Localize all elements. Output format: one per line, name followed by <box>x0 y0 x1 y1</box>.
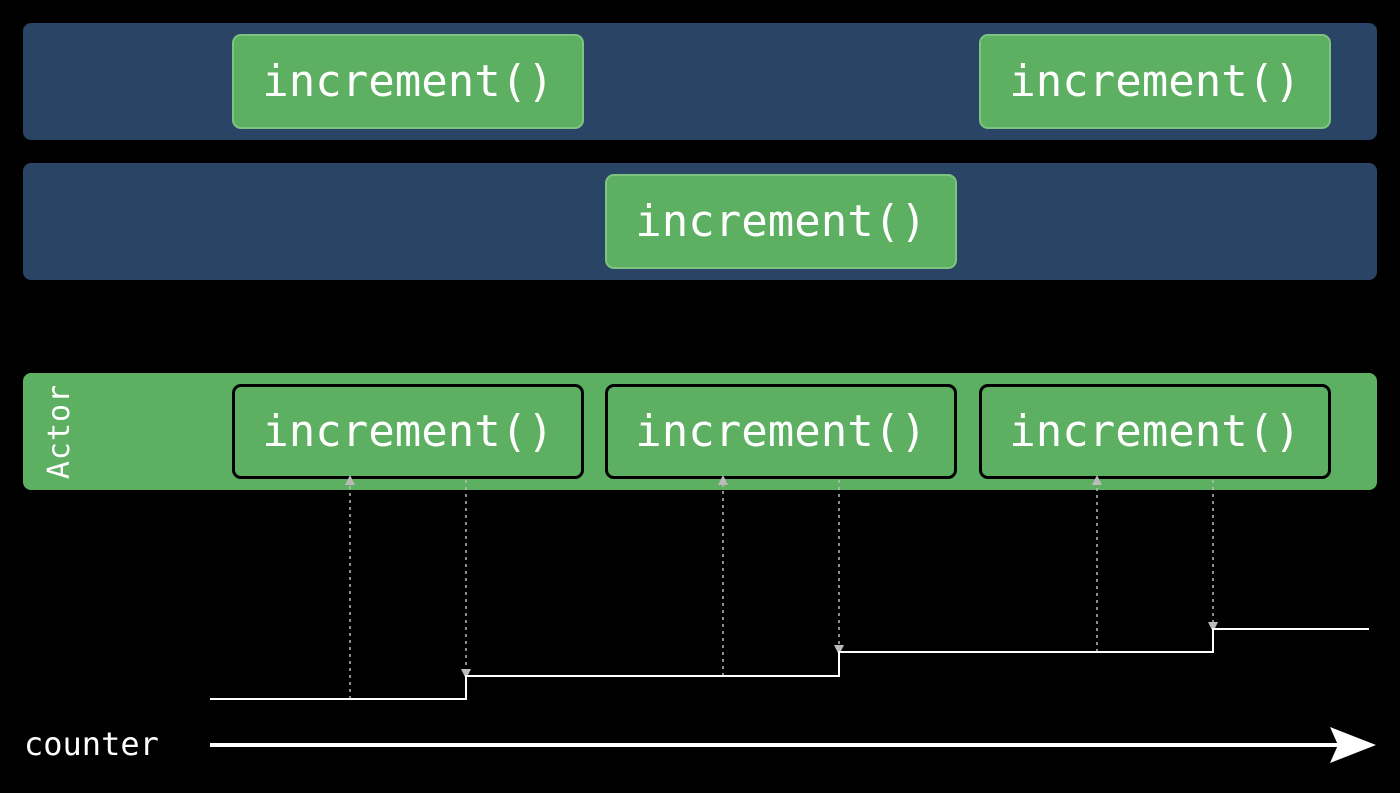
actor-increment-call-box: increment() <box>605 384 957 479</box>
increment-call-box: increment() <box>605 174 957 269</box>
actor-increment-call-box: increment() <box>979 384 1331 479</box>
counter-axis-arrowhead <box>1330 727 1376 763</box>
actor-increment-call-box: increment() <box>232 384 584 479</box>
counter-step-line <box>210 628 1369 700</box>
counter-label: counter <box>24 725 159 763</box>
increment-call-box: increment() <box>979 34 1331 129</box>
increment-call-box: increment() <box>232 34 584 129</box>
